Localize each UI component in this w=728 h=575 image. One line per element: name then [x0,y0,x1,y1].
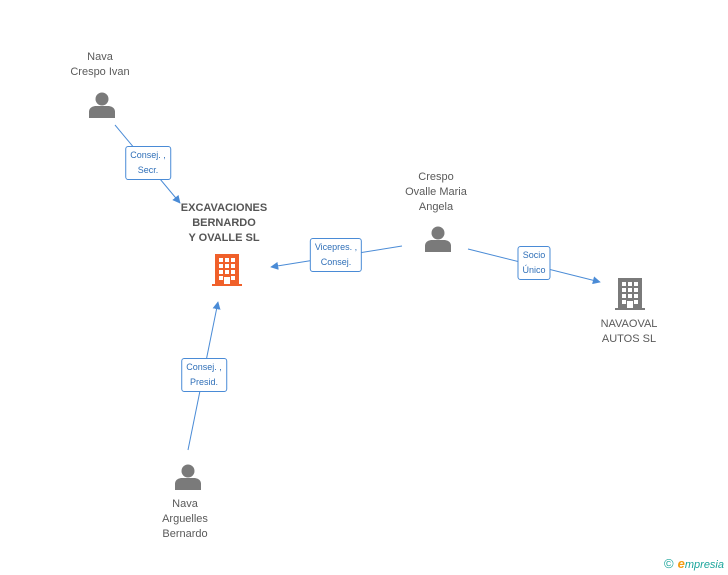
person-icon[interactable] [173,462,203,492]
node-label-nava-crespo-ivan[interactable]: Nava Crespo Ivan [70,51,130,78]
node-label-nava-arguelles[interactable]: Nava Arguelles Bernardo [162,498,208,540]
edge-label-maria-nav[interactable]: Socio Único [517,246,551,280]
building-icon[interactable] [211,253,243,287]
edge-label-bern-exc[interactable]: Consej. , Presid. [181,358,227,392]
building-icon[interactable] [614,277,646,311]
edge-label-ivan-exc[interactable]: Consej. , Secr. [125,146,171,180]
brand-logo-e: e [677,556,685,571]
node-label-navaoval[interactable]: NAVAOVAL AUTOS SL [600,318,658,345]
person-icon[interactable] [87,90,117,120]
brand-name: mpresia [684,559,724,571]
copyright-symbol: © [664,556,674,571]
footer-brand: ©empresia [664,556,724,571]
person-icon[interactable] [423,224,453,254]
node-label-crespo-ovalle-maria[interactable]: Crespo Ovalle Maria Angela [405,171,467,213]
node-label-excavaciones[interactable]: EXCAVACIONES BERNARDO Y OVALLE SL [180,202,268,244]
edge-label-maria-exc[interactable]: Vicepres. , Consej. [309,238,363,272]
